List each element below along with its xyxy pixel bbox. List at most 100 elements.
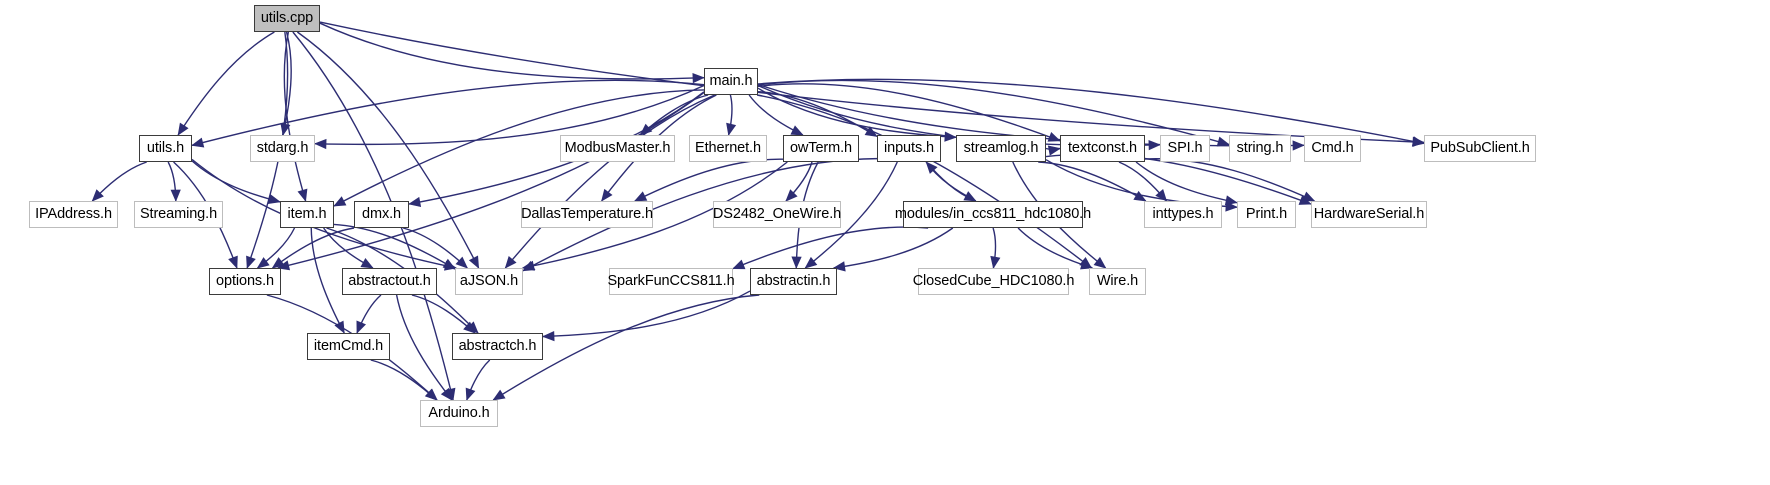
graph-node-cmd-h[interactable]: Cmd.h	[1304, 135, 1361, 162]
graph-node-dallastemp-h[interactable]: DallasTemperature.h	[521, 201, 653, 228]
graph-edge-main-h-to-wire-h	[756, 94, 1092, 269]
edge-arrowhead	[440, 387, 453, 401]
graph-node-hardwareserial-h[interactable]: HardwareSerial.h	[1311, 201, 1427, 228]
edge-arrowhead	[177, 122, 189, 136]
graph-node-streaming-h[interactable]: Streaming.h	[134, 201, 223, 228]
graph-node-spi-h[interactable]: SPI.h	[1160, 135, 1210, 162]
edge-arrowhead	[925, 161, 938, 174]
edge-arrowhead	[468, 255, 480, 269]
edge-arrowhead	[542, 330, 555, 342]
graph-edge-main-h-to-textconst-h	[757, 83, 1061, 142]
edge-arrowhead	[333, 196, 347, 207]
graph-edge-main-h-to-dmx-h	[408, 91, 705, 205]
graph-edge-owterm-h-to-ajson-h	[522, 161, 788, 269]
graph-node-textconst-h[interactable]: textconst.h	[1060, 135, 1145, 162]
edge-arrowhead	[356, 320, 366, 334]
graph-node-abstractch-h[interactable]: abstractch.h	[452, 333, 543, 360]
graph-edge-utils-cpp-to-utils-h	[177, 31, 275, 136]
graph-node-sparkfunccs811-h[interactable]: SparkFunCCS811.h	[607, 268, 735, 295]
graph-node-owterm-h[interactable]: owTerm.h	[783, 135, 859, 162]
graph-edge-utils-h-to-item-h	[191, 160, 281, 203]
graph-node-modbusmaster-h[interactable]: ModbusMaster.h	[560, 135, 675, 162]
edge-arrowhead	[334, 320, 345, 334]
graph-node-in-ccs811-h[interactable]: modules/in_ccs811_hdc1080.h	[895, 201, 1091, 228]
graph-edge-main-h-to-utils-h	[191, 79, 705, 147]
edge-arrowhead	[692, 72, 705, 84]
edge-arrowhead	[1216, 136, 1230, 147]
edge-arrowhead	[297, 188, 308, 202]
edge-arrowhead	[408, 196, 422, 208]
graph-node-utils-h[interactable]: utils.h	[139, 135, 192, 162]
graph-node-inttypes-h[interactable]: inttypes.h	[1144, 201, 1222, 228]
graph-node-main-h[interactable]: main.h	[704, 68, 758, 95]
graph-edge-main-h-to-ajson-h	[504, 94, 715, 269]
graph-node-ipaddress-h[interactable]: IPAddress.h	[29, 201, 118, 228]
graph-node-stdarg-h[interactable]: stdarg.h	[250, 135, 315, 162]
graph-edge-utils-cpp-to-item-h	[283, 31, 307, 202]
graph-edge-abstractin-h-to-abstractch-h	[542, 290, 751, 338]
graph-node-closedcube-h[interactable]: ClosedCube_HDC1080.h	[913, 268, 1074, 295]
edge-arrowhead	[990, 255, 1001, 269]
graph-node-abstractin-h[interactable]: abstractin.h	[750, 268, 837, 295]
graph-node-print-h[interactable]: Print.h	[1237, 201, 1296, 228]
graph-node-wire-h[interactable]: Wire.h	[1089, 268, 1146, 295]
graph-edge-utils-cpp-to-pubsubclient-h	[319, 21, 1425, 144]
edge-arrowhead	[504, 256, 517, 269]
graph-edge-inputs-h-to-ajson-h	[522, 157, 878, 272]
graph-edge-utils-cpp-to-ajson-h	[296, 31, 480, 269]
graph-node-itemcmd-h[interactable]: itemCmd.h	[307, 333, 390, 360]
graph-edge-abstractout-h-to-arduino-h	[395, 294, 453, 401]
edge-arrowhead	[314, 138, 327, 150]
graph-edge-main-h-to-inputs-h	[757, 90, 878, 138]
edge-arrowhead	[267, 194, 281, 205]
graph-node-abstractout-h[interactable]: abstractout.h	[342, 268, 437, 295]
edge-arrowhead	[1093, 256, 1107, 269]
graph-edge-abstractin-h-to-arduino-h	[492, 294, 760, 401]
edge-arrowhead	[170, 189, 181, 202]
edge-arrowhead	[91, 189, 104, 202]
edge-arrowhead	[601, 188, 613, 202]
graph-node-streamlog-h[interactable]: streamlog.h	[956, 135, 1046, 162]
edge-arrowhead	[246, 255, 256, 269]
graph-edge-in-ccs811-h-to-sparkfunccs811-h	[732, 226, 929, 270]
edge-arrowhead	[785, 189, 798, 202]
graph-edge-item-h-to-ajson-h	[333, 223, 456, 270]
graph-node-ajson-h[interactable]: aJSON.h	[455, 268, 523, 295]
graph-edge-owterm-h-to-dallastemp-h	[634, 158, 784, 202]
edge-arrowhead	[1155, 189, 1168, 202]
graph-node-arduino-h[interactable]: Arduino.h	[420, 400, 498, 427]
edge-arrowhead	[360, 258, 374, 269]
edge-arrowhead	[791, 256, 802, 269]
graph-node-ds2482-h[interactable]: DS2482_OneWire.h	[713, 201, 841, 228]
graph-edge-utils-h-to-ajson-h	[191, 158, 457, 269]
edge-arrowhead	[790, 125, 804, 136]
graph-edge-main-h-to-pubsubclient-h	[757, 78, 1425, 145]
graph-node-inputs-h[interactable]: inputs.h	[877, 135, 941, 162]
graph-node-pubsubclient-h[interactable]: PubSubClient.h	[1424, 135, 1536, 162]
graph-edge-streamlog-h-to-inttypes-h	[1038, 161, 1147, 202]
graph-node-options-h[interactable]: options.h	[209, 268, 281, 295]
edge-arrowhead	[1224, 195, 1238, 206]
edge-arrowhead	[463, 321, 476, 334]
edge-arrowhead	[425, 388, 438, 401]
edge-arrowhead	[1411, 136, 1425, 147]
edge-arrowhead	[1047, 145, 1061, 156]
graph-node-string-h[interactable]: string.h	[1229, 135, 1291, 162]
edge-arrowhead	[634, 191, 648, 202]
graph-edge-main-h-to-options-h	[277, 92, 705, 269]
edge-arrowhead	[455, 256, 469, 269]
edge-arrowhead	[1302, 191, 1316, 202]
graph-node-dmx-h[interactable]: dmx.h	[354, 201, 409, 228]
edge-arrowhead	[1080, 259, 1094, 270]
graph-edge-in-ccs811-h-to-abstractin-h	[833, 227, 954, 269]
edge-arrowhead	[804, 256, 818, 269]
graph-node-item-h[interactable]: item.h	[280, 201, 334, 228]
edge-arrowhead	[228, 255, 238, 269]
edge-arrowhead	[492, 389, 506, 401]
graph-node-utils-cpp[interactable]: utils.cpp	[254, 5, 320, 32]
edge-arrowhead	[732, 259, 746, 270]
graph-node-ethernet-h[interactable]: Ethernet.h	[689, 135, 767, 162]
graph-edge-inputs-h-to-abstractin-h	[804, 161, 898, 269]
